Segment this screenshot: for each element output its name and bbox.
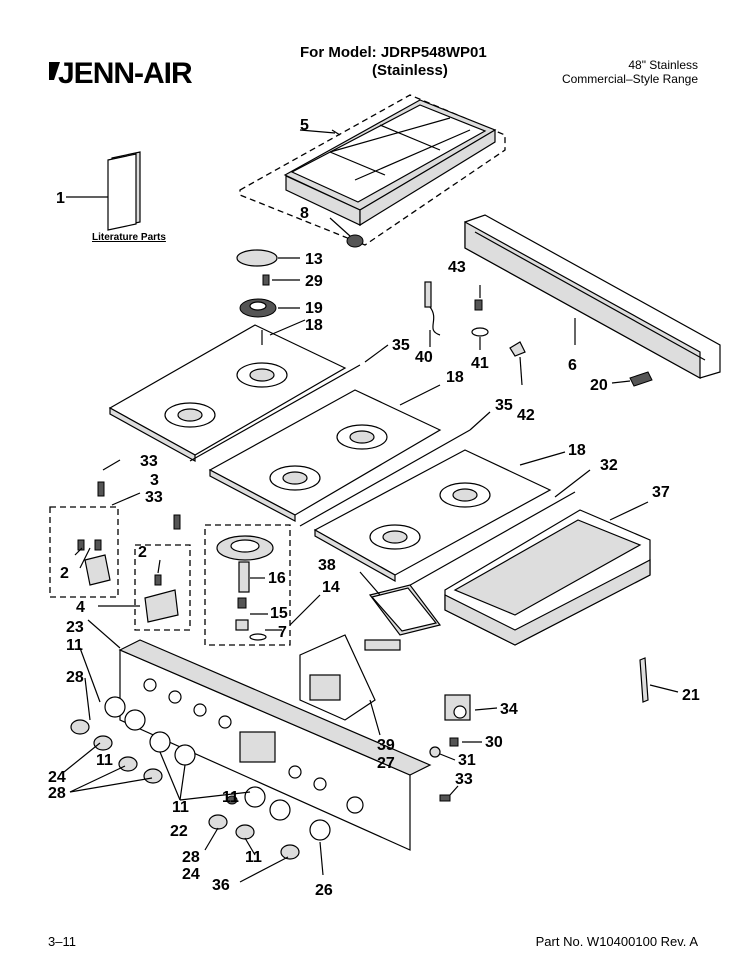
callout-36: 36 [212,877,230,894]
callout-1: 1 [56,190,65,207]
callout-40: 40 [415,349,433,366]
callout-18-a: 18 [305,317,323,334]
callout-11-d: 11 [222,789,239,806]
brand-logo-mark [49,62,60,80]
callout-18-b: 18 [446,369,464,386]
callout-33-c: 33 [455,771,473,788]
callout-24-a: 24 [48,769,66,786]
callout-19: 19 [305,300,323,317]
callout-3: 3 [150,472,159,489]
callout-29: 29 [305,273,323,290]
literature-booklet [66,151,141,231]
callout-31: 31 [458,752,476,769]
knobs [70,696,331,860]
valve-box-left [49,459,121,598]
callout-32: 32 [600,457,618,474]
brand-logo-text: JENN-AIR [58,57,193,90]
model-line-1: For Model: JDRP548WP01 [300,44,487,61]
callout-23: 23 [66,619,84,636]
callout-35-a: 35 [392,337,410,354]
page-number: 3–11 [48,934,76,949]
callout-38: 38 [318,557,336,574]
callout-21: 21 [682,687,700,704]
control-panel [118,639,432,851]
callout-28-c: 28 [182,849,200,866]
screw-29 [262,274,300,286]
callout-24-b: 24 [182,866,200,883]
callout-37: 37 [652,484,670,501]
backguard [464,214,721,380]
callout-27: 27 [377,755,395,772]
callout-28-b: 28 [48,785,66,802]
callout-16: 16 [268,570,286,587]
bracket-21 [639,657,679,703]
trim-strip-32 [404,491,576,589]
leader-lines [63,129,341,883]
product-description: 48" Stainless Commercial–Style Range [562,58,698,86]
control-board [359,571,442,636]
literature-parts-label: Literature Parts [92,232,166,243]
callout-42: 42 [517,407,535,424]
grommet-30 [449,737,482,747]
model-line-2: (Stainless) [372,62,448,79]
burner-cap [236,249,300,267]
callout-34: 34 [500,701,518,718]
callout-11-a: 11 [66,637,83,654]
grate-assembly [239,94,506,248]
igniter-40 [424,281,441,347]
thermostat-34 [444,694,498,721]
callout-2-b: 2 [138,544,147,561]
callout-13: 13 [305,251,323,268]
callout-35-b: 35 [495,397,513,414]
callout-39: 39 [377,737,395,754]
model-heading: For Model: JDRP548WP01 (Stainless) [300,44,487,80]
burner-box-3 [313,449,566,583]
callout-numbers: 1 5 8 13 29 19 18 35 40 43 41 42 6 20 18… [48,117,700,899]
callout-22: 22 [170,823,188,840]
callout-6: 6 [568,357,577,374]
burner-box-1 [108,319,347,463]
valve-box-middle [98,514,191,631]
desc-line-2: Commercial–Style Range [561,72,698,86]
callout-41: 41 [471,355,489,372]
callout-11-c: 11 [172,799,189,816]
callout-4: 4 [76,599,85,616]
griddle [444,501,651,646]
burner-base [239,298,300,318]
burner-assembly-box [204,524,321,646]
callout-18-c: 18 [568,442,586,459]
screw-20 [611,371,653,387]
callout-14: 14 [322,579,340,596]
grommet-31 [429,746,456,761]
electronic-module [299,634,401,736]
trim-strip-35b [299,429,471,527]
part-number: Part No. W10400100 Rev. A [535,934,698,949]
clip-42 [509,341,526,386]
callout-5: 5 [300,117,309,134]
callout-2-a: 2 [60,565,69,582]
callout-43: 43 [448,259,466,276]
trim-strip-35a [189,364,361,462]
callout-33-a: 33 [140,453,158,470]
callout-28-a: 28 [66,669,84,686]
callout-8: 8 [300,205,309,222]
switch-43 [474,285,483,311]
callout-26: 26 [315,882,333,899]
screw-33-right [439,785,459,802]
callout-33-b: 33 [145,489,163,506]
bracket-41 [471,327,489,350]
callout-11-b: 11 [96,752,113,769]
burner-box-2 [208,384,442,522]
callout-7: 7 [278,624,287,641]
callout-30: 30 [485,734,503,751]
callout-20: 20 [590,377,608,394]
callout-15: 15 [270,605,288,622]
callout-11-e: 11 [245,849,262,866]
desc-line-1: 48" Stainless [628,58,698,72]
